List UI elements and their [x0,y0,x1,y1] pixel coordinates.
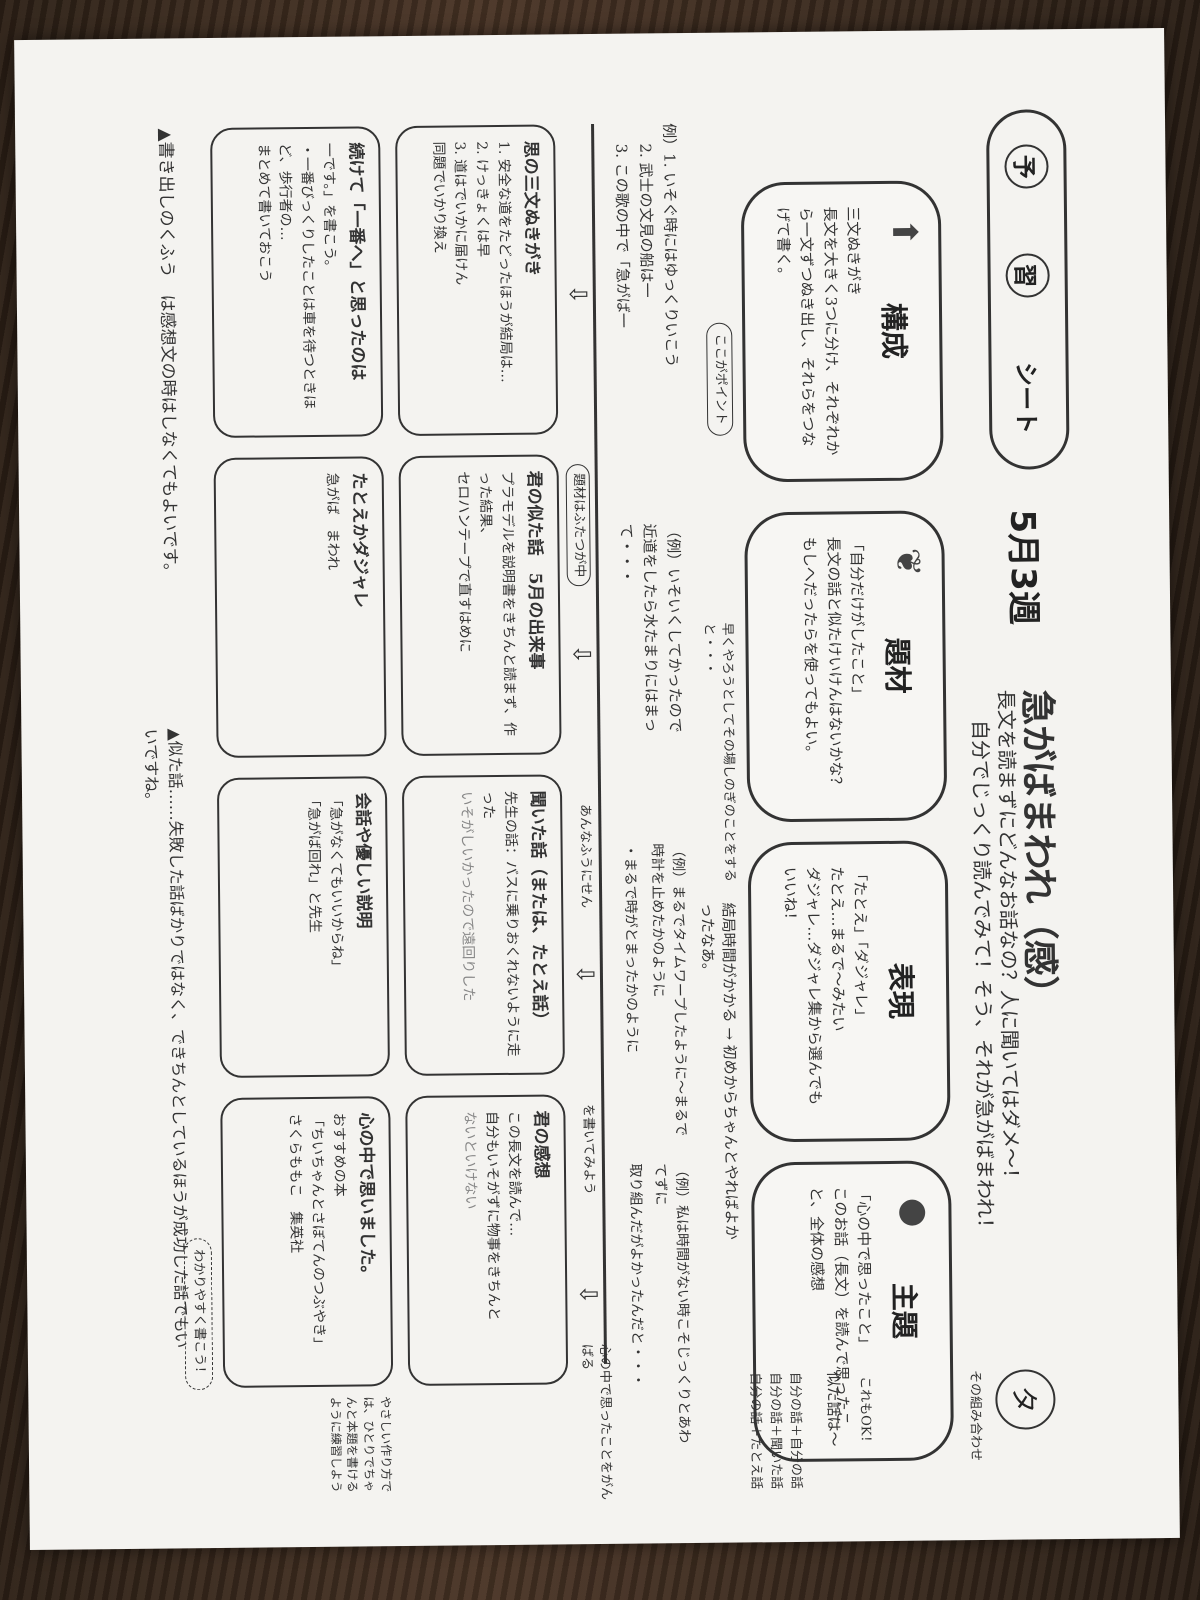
nita-hanashi-title: 君の似た話 5月の出来事 [523,470,546,670]
hyougen-bubble: 表現 「たとえ」「ダジャレ」 たとえ…まるで～みたい ダジャレ…ダジャレ集から選… [747,840,951,1143]
hyougen-example-2: ・まるで時がとまったかのように [621,843,640,1054]
sanbun-line-1: 1. 安全な道をたどったほうが結局は… [494,140,514,383]
ichiban-line-3: まとめて書いておこう [254,143,273,283]
combo-line-1: 自分の話＋自分の話 [787,1371,804,1490]
yoshu-sheet-label: 予 習 シート [985,109,1070,470]
week-label: 5月3週 [1002,509,1044,626]
kokoro-line-1: おすすめの本 [330,1112,347,1197]
subtitle-line-2: 自分でじっくり読んでみて！そう、それが急がばまわれ！ [968,719,998,1239]
sanbun-line-3: 3. 道はでいかに届けん [451,141,469,286]
sanbun-line-4: 同題でいかり換え [429,141,447,254]
tatoe-box: たとえかダジャレ 急がば まわれ [213,456,387,758]
hyougen-mid-label: あんなふうにせん [577,804,594,909]
daizai-body: 「自分だけがしたこと」 長文の話と似たけいけんはないかな？ もしへだったらを使っ… [800,536,868,807]
combo-question: 似た話は～ [824,1371,843,1447]
label-char-3: シート [1012,361,1041,435]
daizai-mid-label: 題材はふたつが中 [565,464,591,587]
daizai-example-1: （例）いそいくしてかったので [664,523,685,733]
leaf-icon: ❦ [887,547,928,577]
combo-title: その組み合わせ [967,1369,984,1462]
tatoe-line-1: 急がば まわれ [323,472,341,571]
arrow-down-icon: ⇩ [570,963,600,985]
kaiwa-box: 会話や優しい説明 「急がなくてもいいからね」 「急がば回れ」と先生 [216,776,390,1078]
ichiban-line-1: 一です。」を書こう。 [319,142,338,274]
student-initial: タ [995,1369,1056,1430]
kousei-point: ここがポイント [705,322,734,436]
kiita-hanashi-box: 聞いた話（または、たとえ話） 先生の話：バスに乗りおくれないように走った いそが… [401,774,565,1077]
nita-hanashi-line-1: プラモデルを説明書をきちんと読まず、作った結果、 [476,470,518,737]
kokoro-box: 心の中で思いました。 おすすめの本 「ちいちゃんとさぼてんのつぶやき」 さくらも… [220,1096,394,1388]
ichiban-box: 続けて「一番へ」と思ったのは 一です。」を書こう。 ・一番びっくりしたことは車を… [210,126,384,438]
kousei-bubble: ⬆ 構成 三文ぬきがき 長文を大きく3つに分け、それぞれから一文ずつぬき出し、そ… [740,180,944,483]
shudai-example-1: （例）私は時間がない時こそじっくりとあわてずに [651,1163,692,1444]
kokoro-line-2: 「ちいちゃんとさぼてんのつぶやき」 [308,1112,327,1352]
kansou-line-1: この長文を読んで… [505,1110,523,1237]
label-char-1: 予 [1004,144,1049,190]
daizai-note: 早くやろうとしてその場しのぎのことをすると・・・ [701,622,737,882]
arrow-down-icon: ⇩ [563,284,592,305]
kokoro-label: 心の中で思ったことをがんばる [578,1343,614,1501]
nita-hanashi-line-2: セロハンテープで直すはめに [454,471,473,653]
worksheet-paper: 予 習 シート 5月3週 急がばまわれ（感） 長文を読まずにどんなお話なの？人に… [14,28,1180,1550]
kiita-hanashi-title: 聞いた話（または、たとえ話） [527,790,550,1029]
sanbun-line-2: 2. けっきょくは早 [473,141,491,258]
arrow-down-icon: ⇩ [574,1283,603,1305]
kaiwa-line-2: 「急がば回れ」と先生 [304,792,323,934]
sanbun-box-title: 思の三文ぬきがき [520,140,542,277]
kousei-body: 三文ぬきがき 長文を大きく3つに分け、それぞれから一文ずつぬき出し、それらをつな… [774,206,863,456]
kansou-box: 君の感想 この長文を読んで… 自分もいそがずに物事をきちんと ないといけない [405,1094,569,1387]
nita-hanashi-box: 君の似た話 5月の出来事 プラモデルを説明書をきちんと読まず、作った結果、 セロ… [398,454,562,757]
kaiwa-title: 会話や優しい説明 [352,792,374,929]
ichiban-title: 続けて「一番へ」と思ったのは [345,142,368,381]
sanbun-box: 思の三文ぬきがき 1. 安全な道をたどったほうが結局は… 2. けっきょくは早 … [395,124,559,437]
kiita-hanashi-line-1: 先生の話：バスに乗りおくれないように走った [479,790,521,1057]
kaiwa-line-1: 「急がなくてもいいからね」 [326,792,345,974]
hyougen-title: 表現 [883,962,918,1020]
kousei-example-1: 例）1. いそぐ時にはゆっくりいこう [660,123,681,368]
shudai-mid-label: を書いてみよう [580,1104,597,1195]
shudai-example-2: 取り組んだがよかったんだと・・・ [626,1163,646,1388]
combo-ok: これもOK！ [857,1376,873,1449]
hyougen-note: 結局時間がかかる → 初めからちゃんとやればよかったなあ。 [698,902,741,1240]
hyougen-body: 「たとえ」「ダジャレ」 たとえ…まるで～みたい ダジャレ…ダジャレ集から選んでも… [781,866,871,1106]
kansou-line-2: 自分もいそがずに物事をきちんと [483,1111,502,1321]
arrow-up-icon: ⬆ [884,217,925,247]
daizai-bubble: ❦ 題材 「自分だけがしたこと」 長文の話と似たけいけんはないかな？ もしへだっ… [744,510,948,823]
apple-icon: ● [894,1197,935,1228]
combo-line-3: 自分の話＋たとえ話 [747,1372,764,1490]
daizai-example-2: 近道をしたら水たまりにはまって・・・ [617,523,661,733]
tatoe-title: たとえかダジャレ [348,472,371,609]
arrow-down-icon: ⇩ [567,644,596,665]
worksheet-sheet: 予 習 シート 5月3週 急がばまわれ（感） 長文を読まずにどんなお話なの？人に… [80,79,1095,1509]
hyougen-example-1: （例）まるでタイムワープしたように～まるで時計を止めたかのように [648,843,689,1137]
bottom-note-right: ▲似た話……失敗した話ばかりではなく、できちんとしているほうが成功した話でもいい… [141,728,191,1349]
ichiban-line-2: ・一番びっくりしたことは車を待つときほど、歩行者の… [276,142,317,410]
kokoro-line-3: さくらももこ 集英社 [286,1113,305,1254]
kiita-hanashi-line-2: いそがしいかったので遠回りした [458,791,477,1002]
kousei-example-2: 2. 武士の文見の船は一 [636,143,656,298]
kokoro-title: 心の中で思いました。 [355,1112,378,1283]
combo-line-2: 自分の話＋聞いた話 [767,1372,784,1490]
tip-yasashii: やさしい作り方では、ひとりでちゃんと本題を書けるように練習しよう [327,1396,394,1493]
bottom-note-left: ▲書き出しのくふう は感想文の時はしなくてもよいです。 [155,128,180,581]
kansou-line-3: ないといけない [461,1111,479,1210]
kansou-title: 君の感想 [530,1110,552,1179]
kousei-example-3: 3. この歌の中で「急がば一 [612,143,633,328]
label-char-2: 習 [1005,253,1050,298]
